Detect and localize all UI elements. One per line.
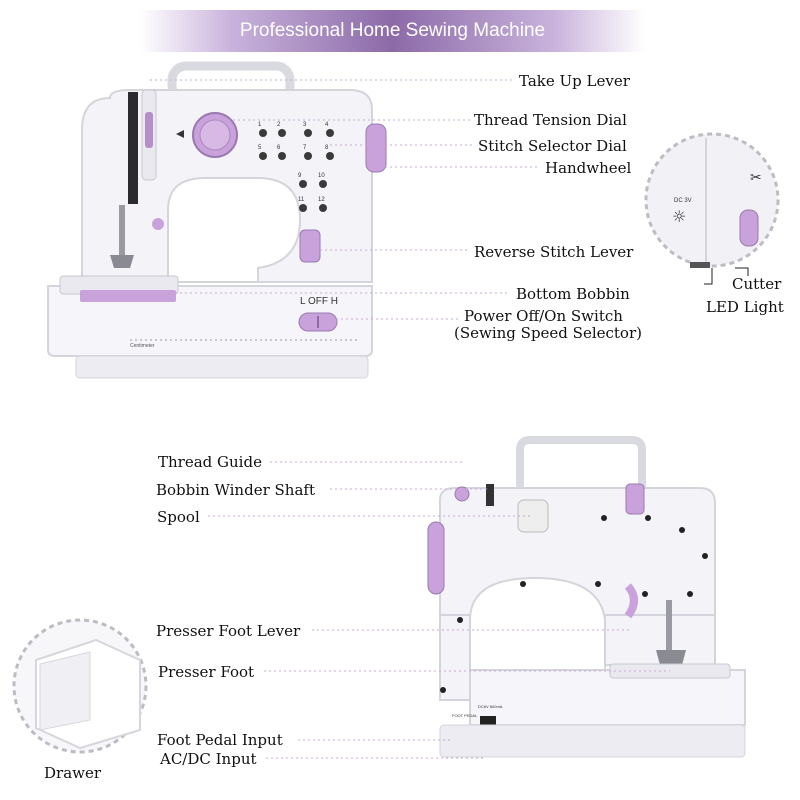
stitch-number-label: 10: [318, 173, 325, 179]
reverse-stitch-lever-part: [299, 229, 321, 263]
handwheel-part: [365, 123, 387, 173]
spool-part: [517, 499, 549, 533]
stitch-number-label: 6: [277, 145, 281, 151]
arm-opening: [167, 177, 302, 283]
light-bulb-icon: ☼: [672, 207, 686, 226]
label-power-switch: Power Off/On Switch: [464, 307, 623, 325]
zoom-circle-cutter: ✂ ☼ DC 3V: [644, 132, 780, 268]
stitch-number-label: 5: [258, 145, 262, 151]
stitch-number-label: 11: [298, 197, 305, 203]
label-spool: Spool: [157, 508, 200, 526]
power-marking-text: DC6V 800mA: [478, 704, 503, 709]
label-presser-foot-lever: Presser Foot Lever: [156, 622, 301, 640]
side-machine: FOOT PEDAL DC6V 800mA: [427, 436, 746, 758]
leader-lines-side: [208, 461, 670, 759]
label-led-light: LED Light: [706, 298, 784, 316]
side-foot: [439, 724, 746, 758]
label-bottom-bobbin: Bottom Bobbin: [516, 285, 630, 303]
scissors-icon: ✂: [750, 170, 762, 186]
foot-pedal-marking-text: FOOT PEDAL: [452, 713, 478, 718]
stitch-number-label: 12: [318, 197, 325, 203]
label-thread-guide: Thread Guide: [158, 453, 262, 471]
stitch-number-label: 4: [325, 122, 329, 128]
label-stitch-selector-dial: Stitch Selector Dial: [478, 137, 627, 155]
label-foot-pedal-input: Foot Pedal Input: [157, 731, 283, 749]
label-acdc-input: AC/DC Input: [160, 750, 257, 768]
label-thread-tension-dial: Thread Tension Dial: [474, 111, 627, 129]
ruler-text: Centimeter: [130, 343, 155, 349]
label-take-up-lever: Take Up Lever: [519, 72, 630, 90]
page-title: Professional Home Sewing Machine: [239, 20, 546, 41]
front-machine: [47, 61, 387, 379]
stitch-number-label: 9: [298, 173, 302, 179]
take-up-lever-part: [145, 112, 153, 148]
zoom-circle-drawer: [12, 618, 148, 754]
led-switch-part: [739, 209, 759, 247]
stitch-number-label: 1: [258, 122, 262, 128]
side-handwheel: [427, 521, 445, 595]
label-presser-foot: Presser Foot: [158, 663, 255, 681]
label-reverse-stitch-lever: Reverse Stitch Lever: [474, 243, 634, 261]
label-drawer: Drawer: [44, 764, 102, 782]
switch-positions-text: L OFF H: [300, 296, 338, 307]
stitch-selector-grid: [259, 129, 334, 212]
stitch-number-label: 8: [325, 145, 329, 151]
needle-bar-slot: [128, 92, 138, 204]
bottom-bobbin-cover: [80, 290, 176, 302]
leader-lines-front: [150, 79, 540, 320]
stitch-number-label: 3: [303, 122, 307, 128]
stitch-number-label: 7: [303, 145, 307, 151]
stitch-number-label: 2: [277, 122, 281, 128]
side-arm-opening: [469, 576, 606, 691]
side-handle: [516, 436, 646, 492]
label-handwheel: Handwheel: [545, 159, 632, 177]
thread-guide-part: [454, 486, 470, 502]
machine-foot: [75, 355, 369, 379]
label-cutter: Cutter: [732, 275, 782, 293]
bobbin-winder-part: [486, 484, 494, 506]
title-banner: Professional Home Sewing Machine: [140, 10, 645, 52]
label-speed-selector: (Sewing Speed Selector): [454, 324, 642, 342]
dc-marking-text: DC 3V: [674, 198, 692, 204]
label-bobbin-winder-shaft: Bobbin Winder Shaft: [156, 481, 315, 499]
